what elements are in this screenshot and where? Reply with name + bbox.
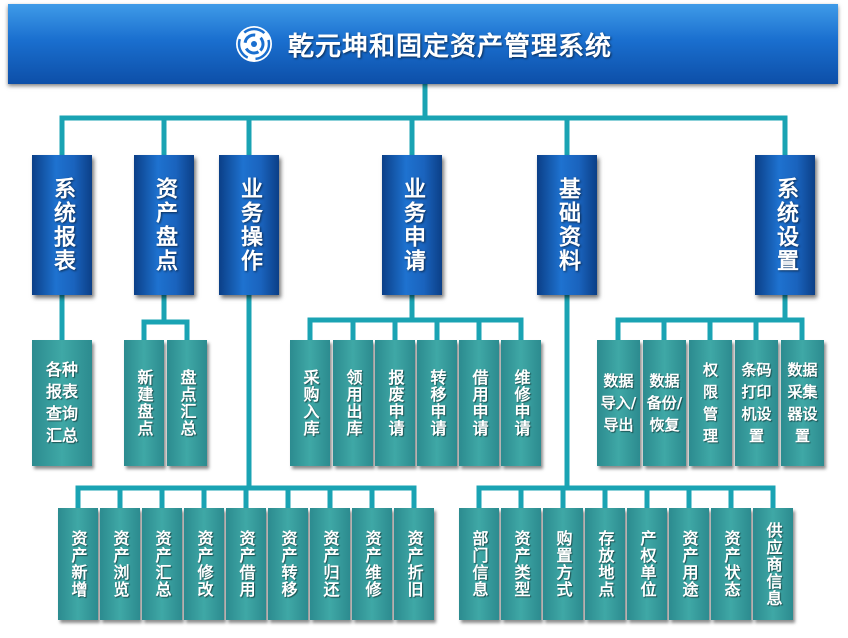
leaf-label: 数据备份/恢复: [646, 372, 683, 434]
leaf-asset-return[interactable]: 资产归还: [310, 508, 350, 620]
leaf-data-backup-restore[interactable]: 数据备份/恢复: [643, 340, 686, 466]
leaf-barcode-printer-settings[interactable]: 条码打印机设置: [735, 340, 778, 466]
leaf-new-inventory[interactable]: 新建盘点: [124, 340, 164, 466]
leaf-asset-usage[interactable]: 资产用途: [669, 508, 709, 620]
leaf-purchase-instock[interactable]: 采购入库: [290, 340, 330, 466]
leaf-inventory-summary[interactable]: 盘点汇总: [167, 340, 207, 466]
leaf-label: 借用申请: [469, 369, 489, 437]
category-xitong-shezhi[interactable]: 系统设置: [755, 155, 815, 295]
leaf-label: 资产类型: [511, 530, 531, 598]
leaf-asset-add[interactable]: 资产新增: [58, 508, 98, 620]
leaf-label: 资产状态: [721, 530, 741, 598]
leaf-department-info[interactable]: 部门信息: [459, 508, 499, 620]
leaf-label: 维修申请: [511, 369, 531, 437]
leaf-label: 盘点汇总: [177, 369, 197, 437]
leaf-asset-status[interactable]: 资产状态: [711, 508, 751, 620]
leaf-label: 条码打印机设置: [741, 361, 772, 445]
category-yewu-shenqing[interactable]: 业务申请: [382, 155, 442, 295]
category-zichan-pandian[interactable]: 资产盘点: [134, 155, 194, 295]
leaf-borrow-request[interactable]: 借用申请: [459, 340, 499, 466]
leaf-asset-summary[interactable]: 资产汇总: [142, 508, 182, 620]
leaf-label: 购置方式: [553, 530, 573, 598]
leaf-label: 各种报表查询汇总: [45, 360, 78, 445]
leaf-asset-browse[interactable]: 资产浏览: [100, 508, 140, 620]
leaf-permission-management[interactable]: 权限管理: [689, 340, 732, 466]
leaf-label: 资产修改: [194, 530, 214, 598]
leaf-data-collector-settings[interactable]: 数据采集器设置: [781, 340, 824, 466]
leaf-purchase-method[interactable]: 购置方式: [543, 508, 583, 620]
leaf-asset-depreciation[interactable]: 资产折旧: [394, 508, 434, 620]
category-label: 基础资料: [555, 177, 580, 273]
leaf-asset-borrow[interactable]: 资产借用: [226, 508, 266, 620]
leaf-label: 权限管理: [702, 361, 718, 445]
category-label: 业务申请: [400, 177, 425, 273]
leaf-label: 资产新增: [68, 530, 88, 598]
leaf-report-query[interactable]: 各种报表查询汇总: [32, 340, 92, 466]
leaf-label: 资产维修: [362, 530, 382, 598]
leaf-asset-type[interactable]: 资产类型: [501, 508, 541, 620]
leaf-label: 产权单位: [637, 530, 657, 598]
category-xitong-baobiao[interactable]: 系统报表: [32, 155, 92, 295]
leaf-asset-repair[interactable]: 资产维修: [352, 508, 392, 620]
category-label: 资产盘点: [152, 177, 177, 273]
leaf-data-import-export[interactable]: 数据导入/导出: [597, 340, 640, 466]
leaf-ownership-unit[interactable]: 产权单位: [627, 508, 667, 620]
leaf-usage-outstock[interactable]: 领用出库: [333, 340, 373, 466]
category-label: 系统设置: [773, 177, 798, 273]
swirl-logo-icon: [235, 26, 272, 62]
category-label: 系统报表: [50, 177, 75, 273]
leaf-label: 新建盘点: [134, 369, 154, 437]
leaf-label: 资产浏览: [110, 530, 130, 598]
leaf-label: 资产转移: [278, 530, 298, 598]
category-label: 业务操作: [237, 177, 262, 273]
leaf-storage-location[interactable]: 存放地点: [585, 508, 625, 620]
leaf-label: 资产用途: [679, 530, 699, 598]
leaf-label: 数据导入/导出: [600, 372, 637, 434]
category-jichu-ziliao[interactable]: 基础资料: [537, 155, 597, 295]
leaf-asset-modify[interactable]: 资产修改: [184, 508, 224, 620]
leaf-label: 资产汇总: [152, 530, 172, 598]
page-title: 乾元坤和固定资产管理系统: [287, 31, 612, 62]
leaf-label: 数据采集器设置: [787, 361, 818, 445]
leaf-label: 资产借用: [236, 530, 256, 598]
leaf-scrap-request[interactable]: 报废申请: [375, 340, 415, 466]
leaf-label: 领用出库: [343, 369, 363, 437]
leaf-label: 采购入库: [300, 369, 320, 437]
leaf-label: 转移申请: [427, 369, 447, 437]
leaf-repair-request[interactable]: 维修申请: [501, 340, 541, 466]
leaf-label: 供应商信息: [763, 521, 783, 607]
leaf-label: 资产归还: [320, 530, 340, 598]
category-yewu-caozuo[interactable]: 业务操作: [219, 155, 279, 295]
leaf-label: 存放地点: [595, 530, 615, 598]
leaf-supplier-info[interactable]: 供应商信息: [753, 508, 793, 620]
leaf-label: 资产折旧: [404, 530, 424, 598]
leaf-label: 部门信息: [469, 530, 489, 598]
leaf-label: 报废申请: [385, 369, 405, 437]
title-banner: 乾元坤和固定资产管理系统: [8, 4, 838, 84]
leaf-asset-transfer[interactable]: 资产转移: [268, 508, 308, 620]
leaf-transfer-request[interactable]: 转移申请: [417, 340, 457, 466]
